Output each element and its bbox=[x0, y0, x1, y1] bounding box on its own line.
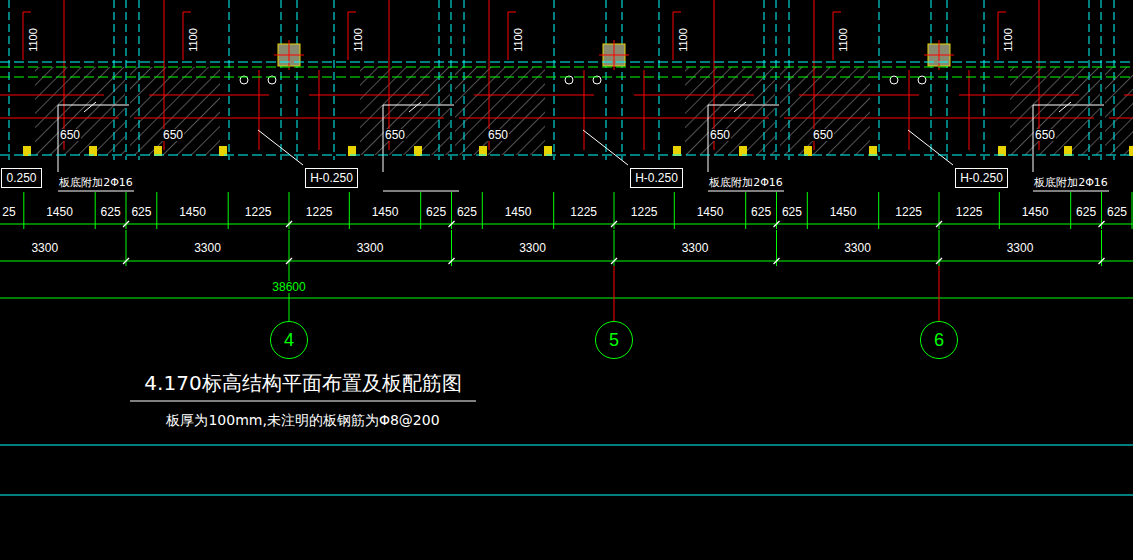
dimension-text: 1225 bbox=[305, 206, 334, 218]
dimension-text: 650 bbox=[1034, 129, 1056, 141]
dimension-text: 1450 bbox=[829, 206, 858, 218]
dimension-text: 625 bbox=[1106, 206, 1128, 218]
elevation-text: H-0.250 bbox=[310, 172, 353, 184]
dimension-text: 625 bbox=[781, 206, 803, 218]
elevation-tag: H-0.250 bbox=[630, 168, 683, 188]
axis-bubble: 5 bbox=[595, 321, 633, 359]
dimension-text: 3300 bbox=[356, 242, 385, 254]
dimension-text: 1225 bbox=[894, 206, 923, 218]
dimension-text: 1100 bbox=[188, 27, 199, 53]
axis-bubble: 6 bbox=[920, 321, 958, 359]
dimension-text: 1100 bbox=[513, 27, 524, 53]
dimension-text: 3300 bbox=[1006, 242, 1035, 254]
dimension-text: 1100 bbox=[353, 27, 364, 53]
axis-number: 4 bbox=[284, 331, 294, 349]
axis-number: 5 bbox=[609, 331, 619, 349]
dimension-text: 1225 bbox=[569, 206, 598, 218]
dimension-text: 3300 bbox=[518, 242, 547, 254]
dimension-text: 650 bbox=[162, 129, 184, 141]
dimension-text: 625 bbox=[100, 206, 122, 218]
dimension-text: 1450 bbox=[1021, 206, 1050, 218]
drawing-note: 板厚为100mm,未注明的板钢筋为Φ8@200 bbox=[166, 413, 439, 427]
elevation-text: H-0.250 bbox=[635, 172, 678, 184]
rebar-note: 板底附加2Φ16 bbox=[1033, 177, 1109, 188]
dimension-text: 3300 bbox=[681, 242, 710, 254]
dimension-text: 25 bbox=[1, 206, 16, 218]
dimension-text: 625 bbox=[456, 206, 478, 218]
elevation-tag: 0.250 bbox=[1, 168, 42, 188]
dimension-text: 625 bbox=[425, 206, 447, 218]
elevation-tag: H-0.250 bbox=[305, 168, 358, 188]
dimension-text: 1450 bbox=[504, 206, 533, 218]
dimension-text: 1450 bbox=[371, 206, 400, 218]
axis-number: 6 bbox=[934, 331, 944, 349]
dimension-text: 1225 bbox=[630, 206, 659, 218]
dimension-text: 1100 bbox=[838, 27, 849, 53]
drawing-title: 4.170标高结构平面布置及板配筋图 bbox=[144, 373, 461, 393]
dimension-text: 1450 bbox=[696, 206, 725, 218]
total-dimension: 38600 bbox=[271, 281, 306, 293]
dimension-text: 1100 bbox=[28, 27, 39, 53]
dimension-text: 650 bbox=[59, 129, 81, 141]
dimension-text: 1100 bbox=[1003, 27, 1014, 53]
elevation-text: H-0.250 bbox=[960, 172, 1003, 184]
dimension-text: 1225 bbox=[244, 206, 273, 218]
dimension-text: 625 bbox=[130, 206, 152, 218]
dimension-text: 3300 bbox=[843, 242, 872, 254]
dimension-text: 1100 bbox=[678, 27, 689, 53]
dimension-text: 625 bbox=[1075, 206, 1097, 218]
axis-bubble: 4 bbox=[270, 321, 308, 359]
dimension-text: 1450 bbox=[178, 206, 207, 218]
elevation-tag: H-0.250 bbox=[955, 168, 1008, 188]
dimension-text: 650 bbox=[487, 129, 509, 141]
dimension-text: 650 bbox=[384, 129, 406, 141]
dimension-text: 650 bbox=[812, 129, 834, 141]
dimension-text: 3300 bbox=[193, 242, 222, 254]
elevation-text: 0.250 bbox=[6, 172, 36, 184]
rebar-note: 板底附加2Φ16 bbox=[708, 177, 784, 188]
dimension-text: 625 bbox=[750, 206, 772, 218]
dimension-text: 650 bbox=[709, 129, 731, 141]
dimension-text: 3300 bbox=[30, 242, 59, 254]
dimension-text: 1225 bbox=[955, 206, 984, 218]
rebar-note: 板底附加2Φ16 bbox=[58, 177, 134, 188]
dimension-text: 1450 bbox=[45, 206, 74, 218]
